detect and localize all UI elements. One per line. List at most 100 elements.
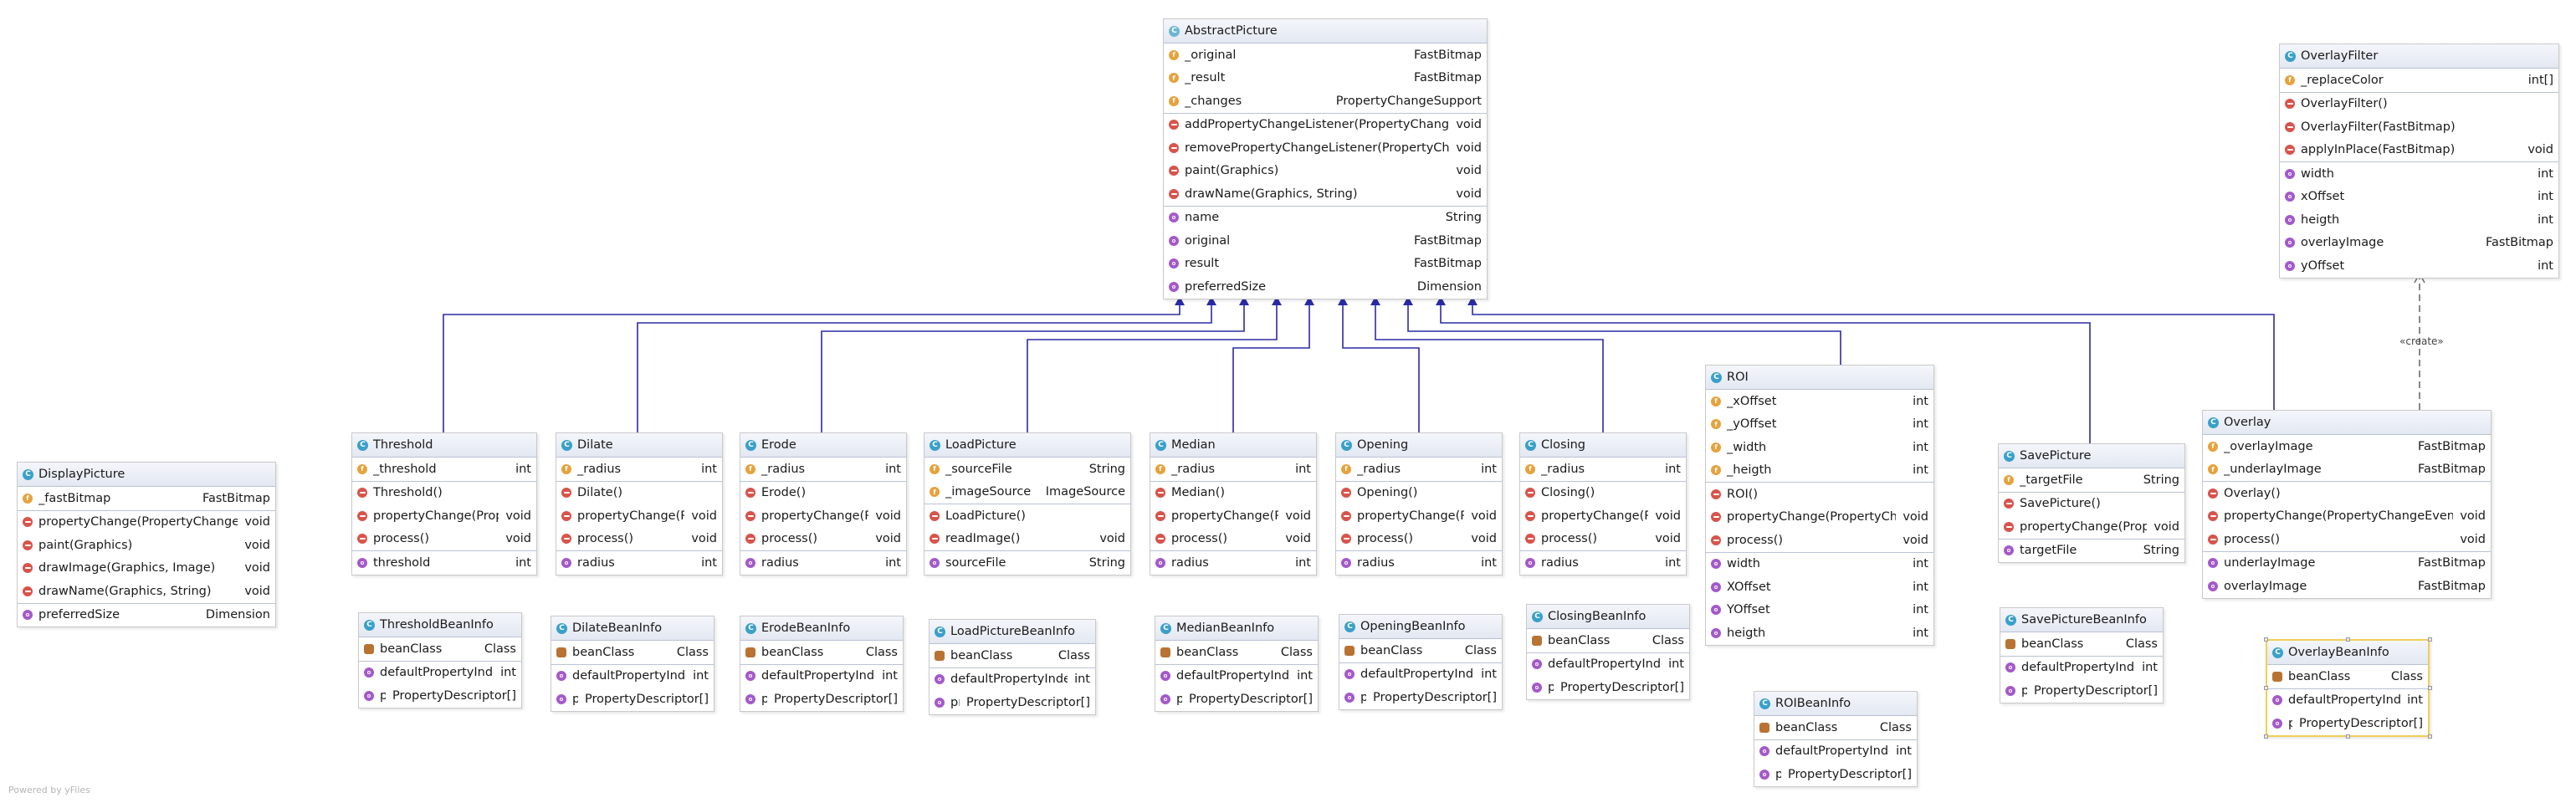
selection-handle[interactable]	[2427, 734, 2432, 739]
member-row-drawname-graphics-string[interactable]: drawName(Graphics, String)void	[1164, 182, 1487, 206]
member-row-readimage[interactable]: readImage()void	[924, 528, 1130, 551]
member-row-opening[interactable]: Opening()	[1336, 482, 1502, 505]
member-row-roi[interactable]: ROI()	[1706, 483, 1933, 506]
member-row-propertydescriptors[interactable]: propertyDescriptorsPropertyDescriptor[]	[1339, 686, 1502, 709]
selection-handle[interactable]	[2427, 637, 2432, 642]
member-row-propertydescriptors[interactable]: propertyDescriptorsPropertyDescriptor[]	[2267, 712, 2428, 735]
selection-handle[interactable]	[2345, 734, 2350, 739]
member-row-process[interactable]: process()void	[556, 528, 722, 551]
member-row-process[interactable]: process()void	[1336, 528, 1502, 551]
member-row-erode[interactable]: Erode()	[740, 482, 906, 505]
member-row-savepicture[interactable]: SavePicture()	[1999, 493, 2184, 516]
member-row-process[interactable]: process()void	[352, 528, 536, 551]
member-row-propertychange-propertychangeevent[interactable]: propertyChange(PropertyChangeEvent)void	[740, 504, 906, 528]
member-row-propertychange-propertychangeevent[interactable]: propertyChange(PropertyChangeEvent)void	[2203, 505, 2491, 529]
member-row-process[interactable]: process()void	[2203, 528, 2491, 551]
member-row-dilate[interactable]: Dilate()	[556, 482, 722, 505]
member-row-propertydescriptors[interactable]: propertyDescriptorsPropertyDescriptor[]	[930, 691, 1095, 714]
member-row-paint-graphics[interactable]: paint(Graphics)void	[18, 534, 275, 557]
member-row-propertychange-propertychangeevent[interactable]: propertyChange(PropertyChangeEvent)void	[556, 504, 722, 528]
member-row-propertydescriptors[interactable]: propertyDescriptorsPropertyDescriptor[]	[2000, 679, 2163, 703]
selection-handle[interactable]	[2345, 637, 2350, 642]
member-row-propertychange-propertychangeevent[interactable]: propertyChange(PropertyChangeEvent)void	[1150, 504, 1316, 528]
member-row-drawimage-graphics-image[interactable]: drawImage(Graphics, Image)void	[18, 557, 275, 581]
member-row-overlayfilter[interactable]: OverlayFilter()	[2280, 93, 2558, 116]
member-row-propertydescriptors[interactable]: propertyDescriptorsPropertyDescriptor[]	[1527, 676, 1689, 699]
member-row-overlay[interactable]: Overlay()	[2203, 482, 2491, 505]
member-row-threshold[interactable]: Threshold()	[352, 482, 536, 505]
selection-handle[interactable]	[2263, 637, 2268, 642]
member-row-process[interactable]: process()void	[740, 528, 906, 551]
